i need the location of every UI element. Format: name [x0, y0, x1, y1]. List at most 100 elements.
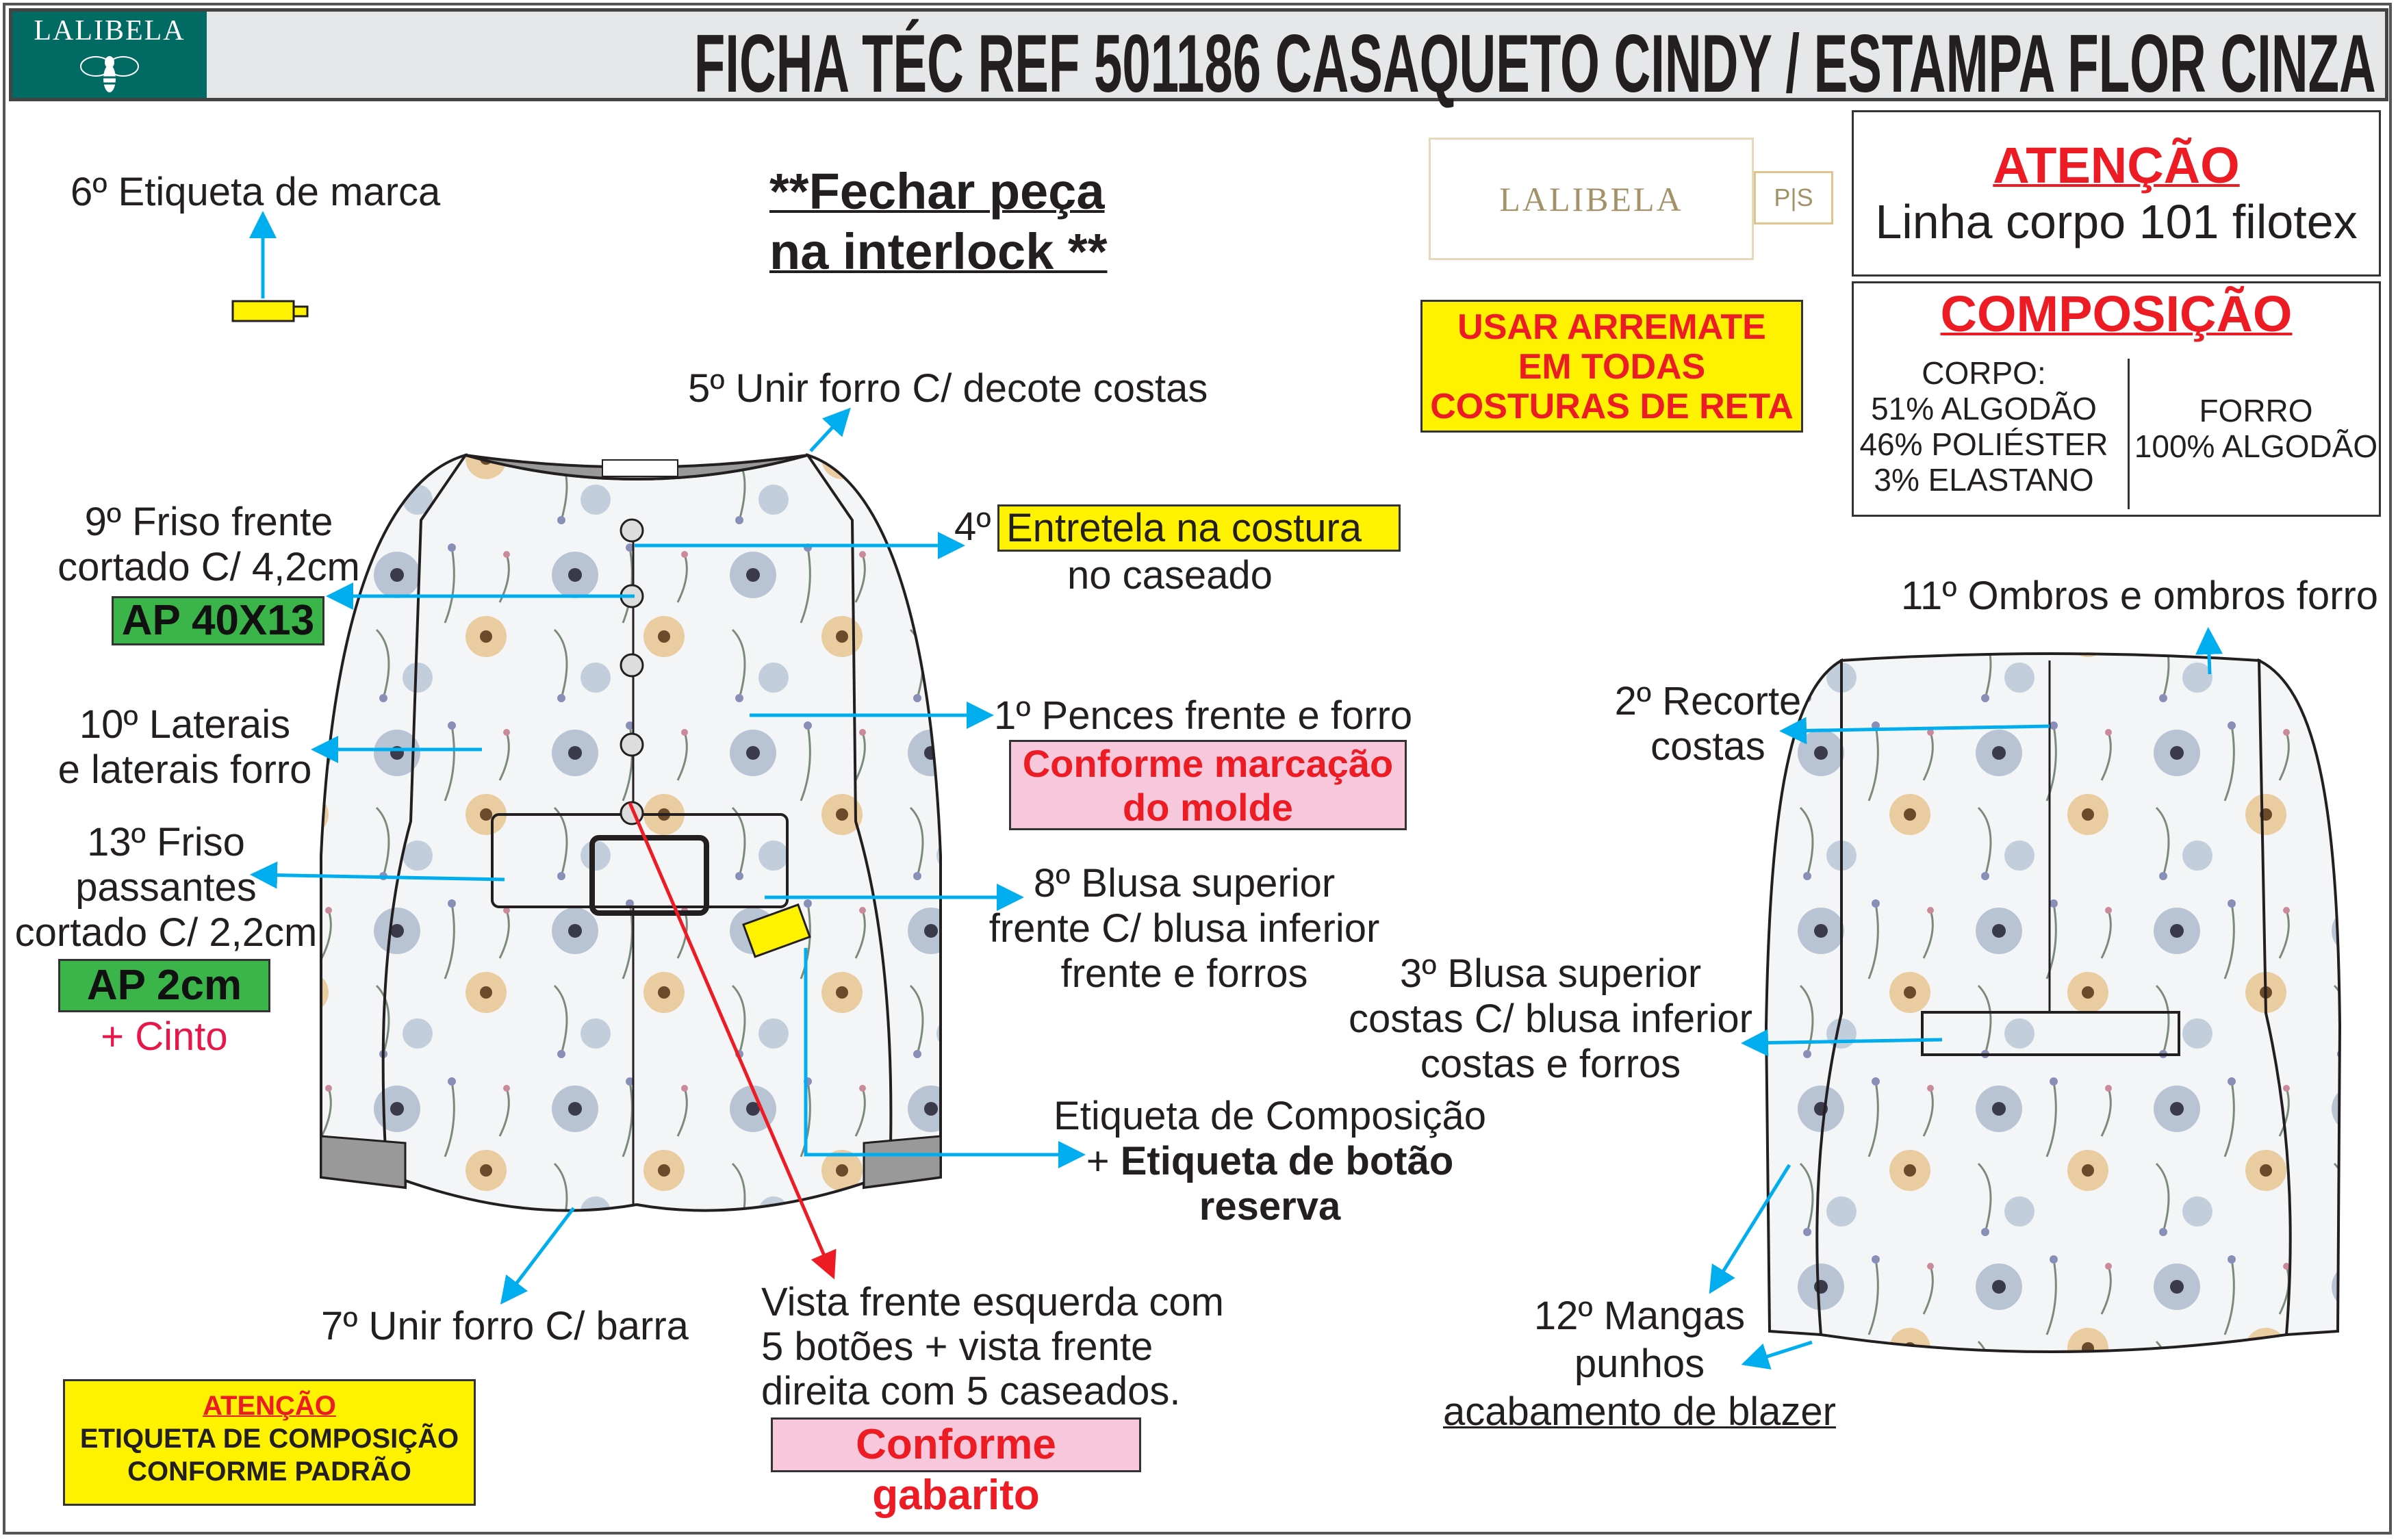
- front-right-sleeve: [806, 452, 942, 1190]
- lining-composition-line: 100% ALGODÃO: [2134, 428, 2378, 464]
- step-5-label: 5º Unir forro C/ decote costas: [688, 366, 1208, 411]
- step-12-line: acabamento de blazer: [1443, 1389, 1836, 1434]
- body-composition-line: 51% ALGODÃO: [1871, 391, 2097, 426]
- bottom-attention-title: ATENÇÃO: [203, 1391, 336, 1421]
- step-3-line: 3º Blusa superior: [1399, 951, 1702, 996]
- placket-line: direita com 5 caseados.: [761, 1369, 1181, 1413]
- button: [620, 653, 644, 678]
- body-composition-line: 3% ELASTANO: [1874, 462, 2094, 498]
- step-8-line: frente C/ blusa inferior: [988, 906, 1380, 951]
- arrow-etiqueta: [804, 948, 1086, 1168]
- bottom-attention-line: ETIQUETA DE COMPOSIÇÃO: [79, 1424, 459, 1454]
- front-view: [320, 452, 942, 1212]
- close-piece-line: na interlock **: [769, 223, 1108, 280]
- lining-composition: FORRO 100% ALGODÃO: [2131, 393, 2381, 464]
- step-10-label: 10º Laterais e laterais forro: [48, 702, 322, 793]
- step-12-label: 12º Mangas punhos acabamento de blazer: [1410, 1292, 1869, 1436]
- step-13-line: passantes: [75, 865, 257, 910]
- arrow-s11: [2195, 627, 2223, 675]
- arrow-s3: [1741, 1029, 1943, 1057]
- attention-title: ATENÇÃO: [1993, 137, 2240, 194]
- arrow-s5: [809, 407, 851, 452]
- placket-box: Conforme gabarito: [771, 1417, 1141, 1519]
- attention-text: Linha corpo 101 filotex: [1875, 195, 2358, 248]
- placket-line: 5 botões + vista frente: [761, 1324, 1153, 1369]
- brand-label-mark: [602, 459, 678, 477]
- step-9-line: cortado C/ 4,2cm: [58, 545, 360, 589]
- arrow-vista: [628, 802, 837, 1280]
- header-bar: [9, 8, 2388, 101]
- neck-facing: [465, 454, 808, 480]
- arremate-line: USAR ARREMATE: [1457, 307, 1766, 347]
- bottom-attention-line: CONFORME PADRÃO: [127, 1456, 411, 1487]
- back-waistband: [1921, 1011, 2180, 1056]
- back-view: [1764, 652, 2342, 1353]
- close-piece-note: **Fechar peça na interlock **: [769, 162, 1108, 282]
- body-composition-line: 46% POLIÉSTER: [1859, 426, 2108, 462]
- step-2-label: 2º Recorte costas: [1602, 679, 1814, 769]
- button: [620, 732, 644, 757]
- size-tag: P|S: [1754, 171, 1833, 224]
- arrow-s13: [250, 861, 505, 889]
- composition-label-note: Etiqueta de Composição + Etiqueta de bot…: [1041, 1094, 1499, 1229]
- step-1-box-line: do molde: [1123, 786, 1293, 829]
- size-tag-text: P|S: [1774, 183, 1813, 211]
- belt-buckle: [589, 835, 709, 916]
- step-10-line: e laterais forro: [58, 747, 312, 792]
- step-9-badge: AP 40X13: [112, 596, 324, 645]
- step-3-label: 3º Blusa superior costas C/ blusa inferi…: [1338, 951, 1763, 1087]
- body-composition-line: CORPO:: [1922, 355, 2046, 391]
- placket-line: Vista frente esquerda com: [761, 1280, 1224, 1324]
- front-left-sleeve: [320, 453, 468, 1190]
- arremate-line: EM TODAS: [1518, 347, 1706, 387]
- composition-box: COMPOSIÇÃO CORPO: 51% ALGODÃO 46% POLIÉS…: [1852, 281, 2381, 517]
- arrow-s2: [1779, 717, 2050, 745]
- label-brand-text: LALIBELA: [1499, 179, 1683, 218]
- step-4-text: no caseado: [1067, 553, 1273, 598]
- step-4-number: 4º: [954, 504, 991, 549]
- brand-label-icon: [231, 300, 295, 322]
- step-12-line: punhos: [1574, 1342, 1705, 1386]
- step-7-label: 7º Unir forro C/ barra: [321, 1304, 689, 1348]
- brand-label-tag: LALIBELA: [1429, 138, 1754, 260]
- button: [620, 518, 644, 543]
- step-13-extra: + Cinto: [101, 1014, 228, 1059]
- body-composition: CORPO: 51% ALGODÃO 46% POLIÉSTER 3% ELAS…: [1854, 355, 2114, 498]
- step-8-line: 8º Blusa superior: [1033, 861, 1336, 906]
- button-label-text: Etiqueta de botão: [1120, 1139, 1454, 1183]
- composition-label-line: Etiqueta de Composição: [1054, 1094, 1486, 1138]
- callout-arrows: [249, 211, 2223, 1370]
- step-2-line: costas: [1650, 724, 1765, 769]
- step-11-label: 11º Ombros e ombros forro: [1901, 574, 2379, 618]
- lining-composition-line: FORRO: [2199, 393, 2313, 428]
- attention-box: ATENÇÃO Linha corpo 101 filotex: [1852, 110, 2381, 277]
- composition-divider: [2128, 359, 2130, 509]
- step-3-line: costas C/ blusa inferior: [1349, 997, 1752, 1041]
- close-piece-line: **Fechar peça: [769, 163, 1105, 220]
- step-1-box-line: Conforme marcação: [1022, 742, 1394, 785]
- composition-label-plus: +: [1086, 1139, 1121, 1183]
- brand-name: LALIBELA: [34, 15, 186, 47]
- page-title: FICHA TÉC REF 501186 CASAQUETO CINDY / E…: [694, 18, 2376, 110]
- brand-logo: LALIBELA: [12, 12, 207, 98]
- step-6-label: 6º Etiqueta de marca: [71, 170, 441, 214]
- step-9-label: 9º Friso frente cortado C/ 4,2cm: [41, 500, 377, 590]
- arrow-s12-sleeve: [1709, 1164, 1791, 1294]
- arrow-s12-cuff: [1741, 1340, 1813, 1370]
- step-9-line: 9º Friso frente: [84, 500, 333, 544]
- bottom-attention-box: ATENÇÃO ETIQUETA DE COMPOSIÇÃO CONFORME …: [63, 1379, 476, 1506]
- step-4-box: Entretela na costura: [997, 504, 1401, 552]
- step-3-line: costas e forros: [1420, 1042, 1681, 1086]
- brand-label-icon-tab: [292, 305, 309, 318]
- step-13-badge: AP 2cm: [58, 959, 270, 1012]
- right-cuff: [863, 1135, 942, 1189]
- left-cuff: [320, 1135, 407, 1189]
- arrow-s7: [500, 1207, 575, 1305]
- step-8-label: 8º Blusa superior frente C/ blusa inferi…: [979, 861, 1390, 997]
- step-2-line: 2º Recorte: [1614, 679, 1802, 723]
- arremate-note: USAR ARREMATE EM TODAS COSTURAS DE RETA: [1420, 300, 1803, 433]
- placket-note: Vista frente esquerda com 5 botões + vis…: [761, 1280, 1224, 1413]
- sheet-frame: [3, 3, 2392, 1535]
- bee-icon: [80, 56, 139, 92]
